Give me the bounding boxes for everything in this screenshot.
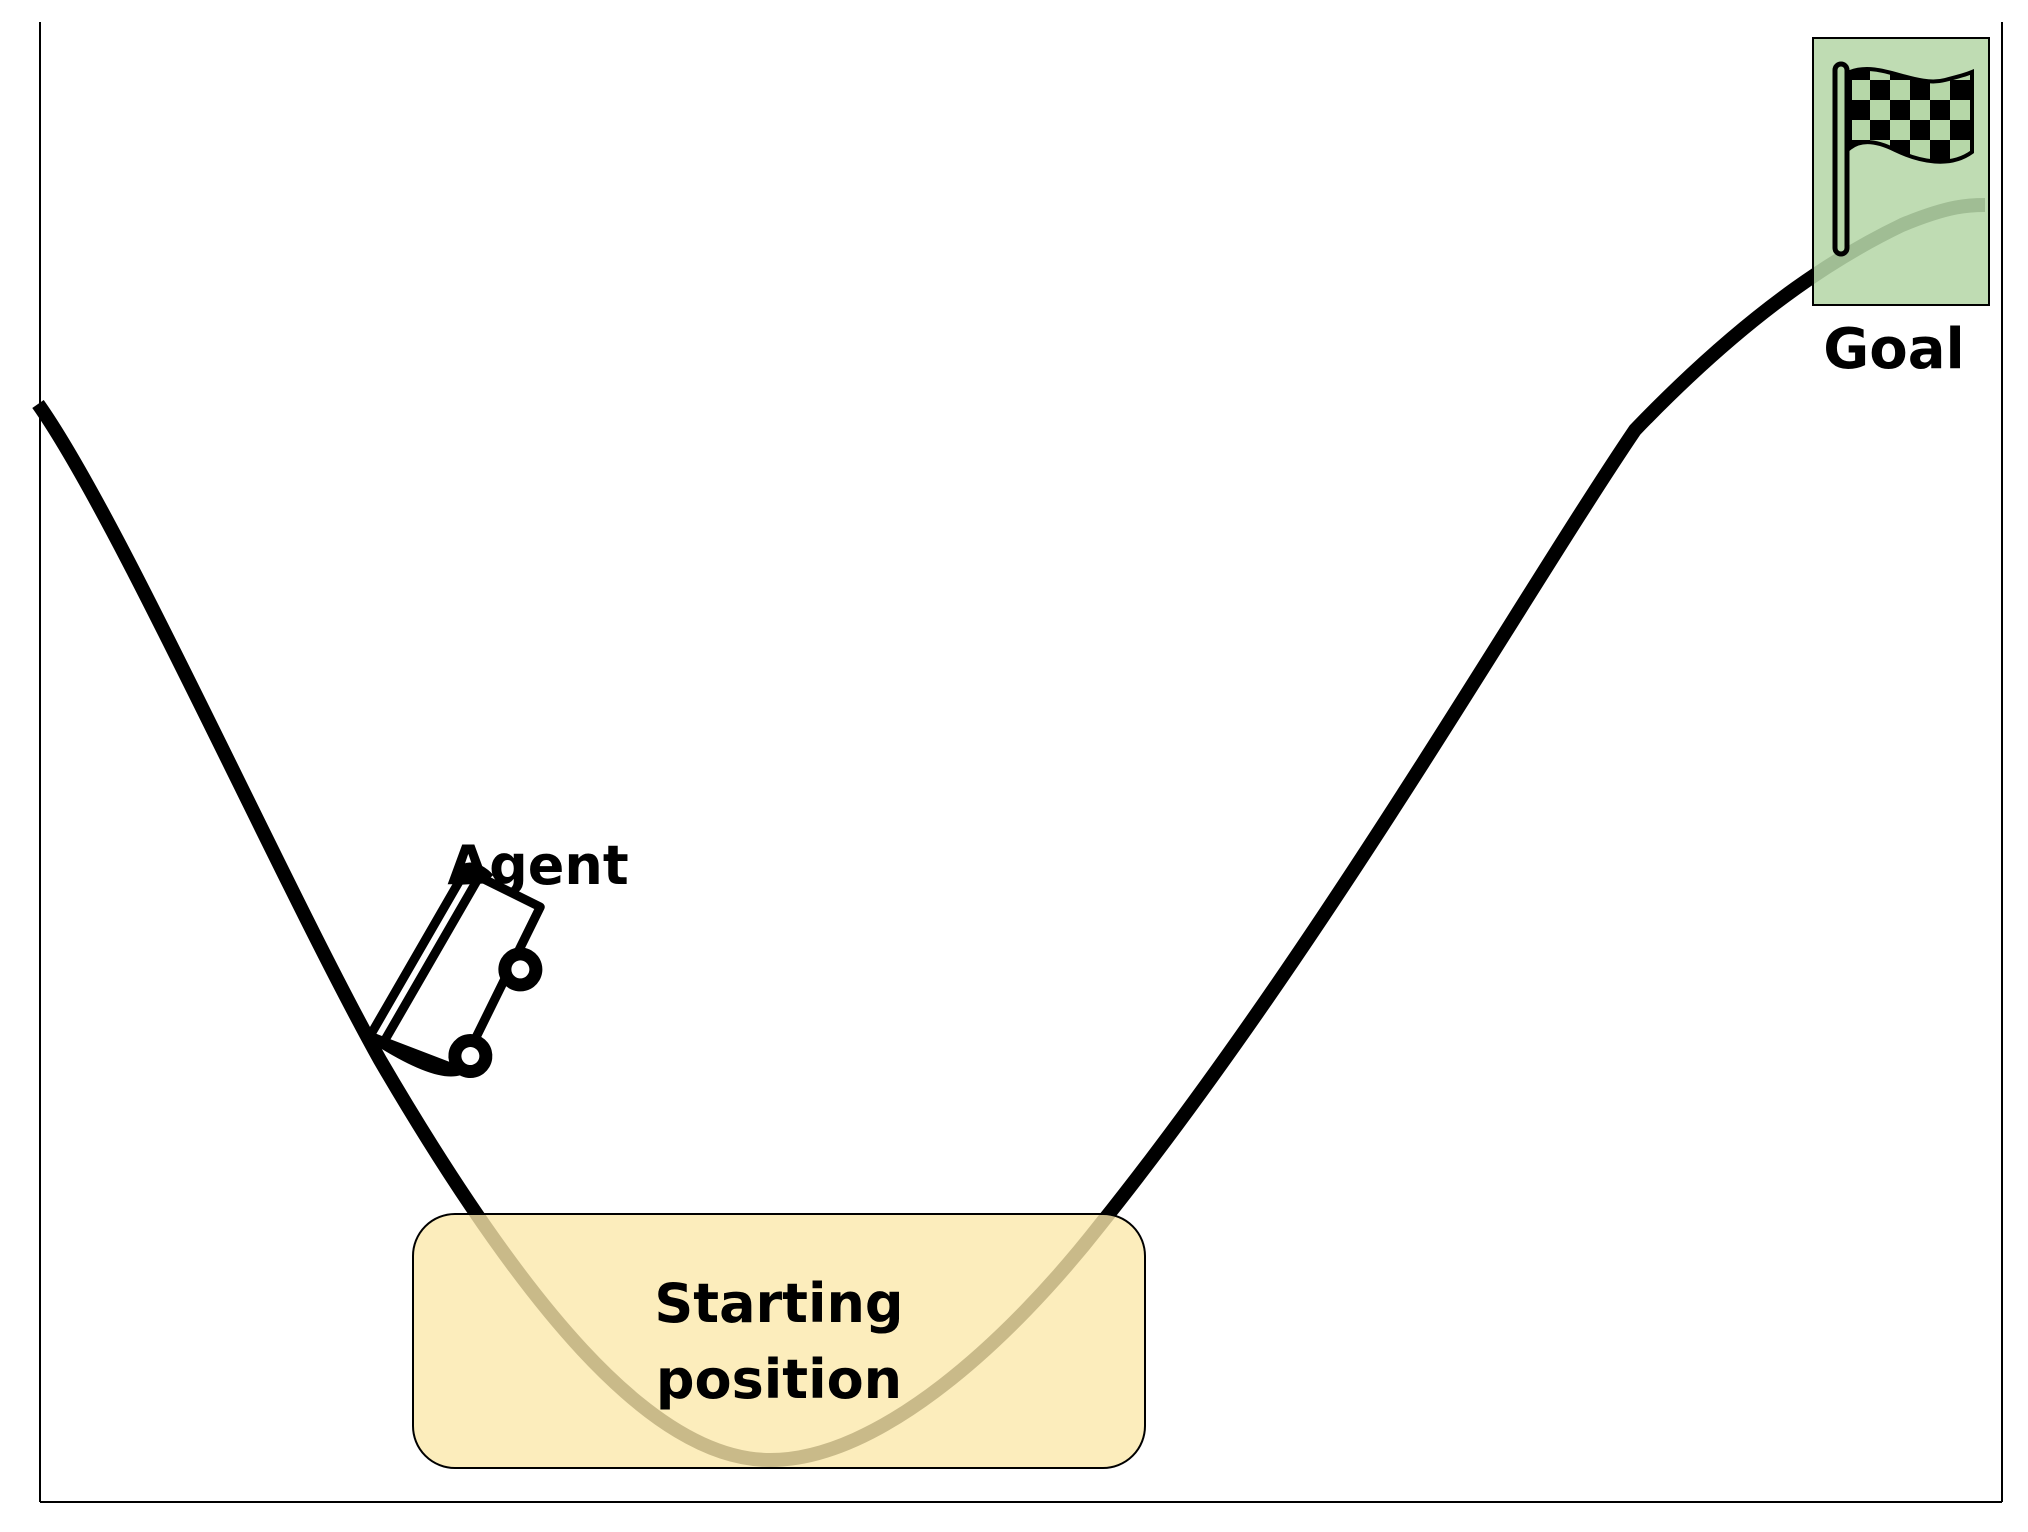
- goal-region: Goal: [1812, 37, 1990, 382]
- checkered-flag-icon: [1832, 61, 1974, 257]
- starting-position-label-line1: Starting: [654, 1272, 903, 1335]
- agent: Agent: [365, 834, 629, 1079]
- plot-frame: [39, 22, 2003, 1503]
- starting-position-region: Starting position: [412, 1213, 1146, 1469]
- goal-label: Goal: [1823, 317, 1964, 382]
- starting-position-box: [412, 1213, 1146, 1469]
- starting-position-label-line2: position: [656, 1348, 902, 1411]
- car-icon: [365, 862, 545, 1079]
